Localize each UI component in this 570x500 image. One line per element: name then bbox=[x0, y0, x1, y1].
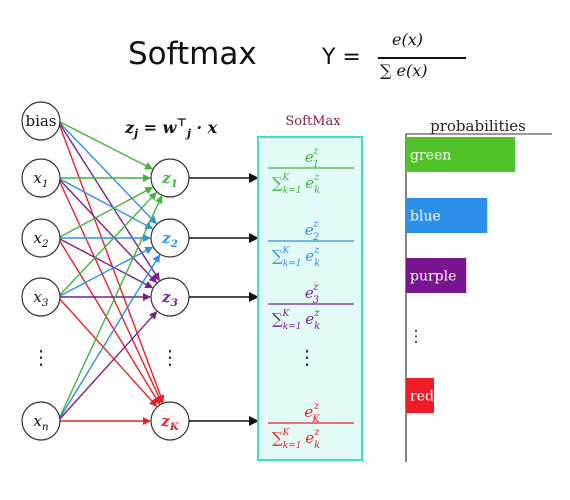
edge-input3-z0 bbox=[57, 191, 157, 298]
input-node bbox=[21, 277, 61, 317]
input-node-label: x2 bbox=[33, 229, 48, 250]
input-node-label: bias bbox=[25, 112, 56, 130]
input-node-label: x3 bbox=[33, 288, 48, 309]
input-node bbox=[21, 401, 61, 441]
input-ellipsis: ⋮ bbox=[31, 345, 51, 369]
input-node bbox=[21, 218, 61, 258]
probability-bar-purple bbox=[406, 258, 467, 293]
edge-input1-z2 bbox=[57, 177, 157, 284]
z-nodes: z1 z2 z3 ⋮ zK bbox=[150, 158, 190, 441]
edge-input2-z4 bbox=[57, 237, 161, 405]
probability-bar-blue bbox=[406, 198, 488, 233]
edge-input5-z1 bbox=[57, 254, 161, 422]
probability-bar-green bbox=[406, 137, 516, 172]
edge-input0-z4 bbox=[57, 120, 165, 404]
edge-input0-z2 bbox=[57, 120, 160, 281]
input-node bbox=[21, 101, 61, 141]
softmax-box-rect bbox=[257, 136, 363, 461]
softmax-equation: Y = e(x) ∑ e(x) bbox=[322, 30, 472, 82]
edge-input5-z0 bbox=[57, 195, 163, 422]
edge-input0-z1 bbox=[57, 120, 157, 225]
z-node-label: z2 bbox=[161, 229, 178, 250]
edge-input1-z4 bbox=[57, 177, 163, 404]
equation-lhs: Y = bbox=[322, 45, 361, 70]
edge-input1-z1 bbox=[57, 177, 154, 230]
input-node-label: x1 bbox=[33, 169, 48, 190]
z-node-label: z1 bbox=[161, 169, 178, 190]
edge-input3-z4 bbox=[57, 296, 158, 407]
probabilities-header: probabilities bbox=[430, 117, 526, 135]
title: Softmax bbox=[128, 36, 257, 72]
probability-label-green: green bbox=[410, 148, 451, 164]
softmax-numerator: e1z bbox=[305, 146, 319, 170]
z-to-softmax-arrows bbox=[189, 173, 259, 426]
softmax-numerator: e2z bbox=[305, 219, 319, 243]
input-node bbox=[21, 158, 61, 198]
softmax-numerator: e3z bbox=[305, 282, 319, 306]
softmax-numerator: eKz bbox=[304, 401, 320, 425]
probabilities-chart: probabilities green blue purple ⋮ red bbox=[405, 117, 552, 462]
equation-numerator: e(x) bbox=[392, 30, 423, 49]
z-node-label: zK bbox=[160, 412, 180, 433]
edge-input2-z0 bbox=[57, 186, 154, 239]
input-nodes: bias x1 x2 x3 ⋮ xn bbox=[21, 101, 61, 441]
softmax-ellipsis: ⋮ bbox=[297, 345, 317, 369]
linear-formula-text: zj = w⊤j · x bbox=[124, 116, 218, 140]
edge-input2-z2 bbox=[57, 237, 154, 289]
edge-input5-z2 bbox=[57, 311, 158, 422]
linear-formula: zj = w⊤j · x bbox=[124, 116, 218, 140]
equation-fraction-bar bbox=[378, 57, 466, 59]
probability-label-purple: purple bbox=[410, 269, 456, 285]
input-node-label: xn bbox=[33, 412, 48, 433]
edge-input0-z0 bbox=[57, 120, 154, 170]
softmax-header: SoftMax bbox=[285, 114, 341, 129]
edge-input3-z1 bbox=[57, 246, 154, 298]
probability-label-red: red bbox=[410, 389, 434, 405]
probability-label-blue: blue bbox=[410, 209, 441, 225]
probability-ellipsis: ⋮ bbox=[408, 327, 424, 346]
z-ellipsis: ⋮ bbox=[160, 345, 180, 369]
equation-denominator: ∑ e(x) bbox=[380, 61, 428, 80]
connection-edges bbox=[57, 120, 165, 425]
z-node-label: z3 bbox=[161, 288, 178, 309]
probability-bar-red bbox=[406, 378, 434, 413]
